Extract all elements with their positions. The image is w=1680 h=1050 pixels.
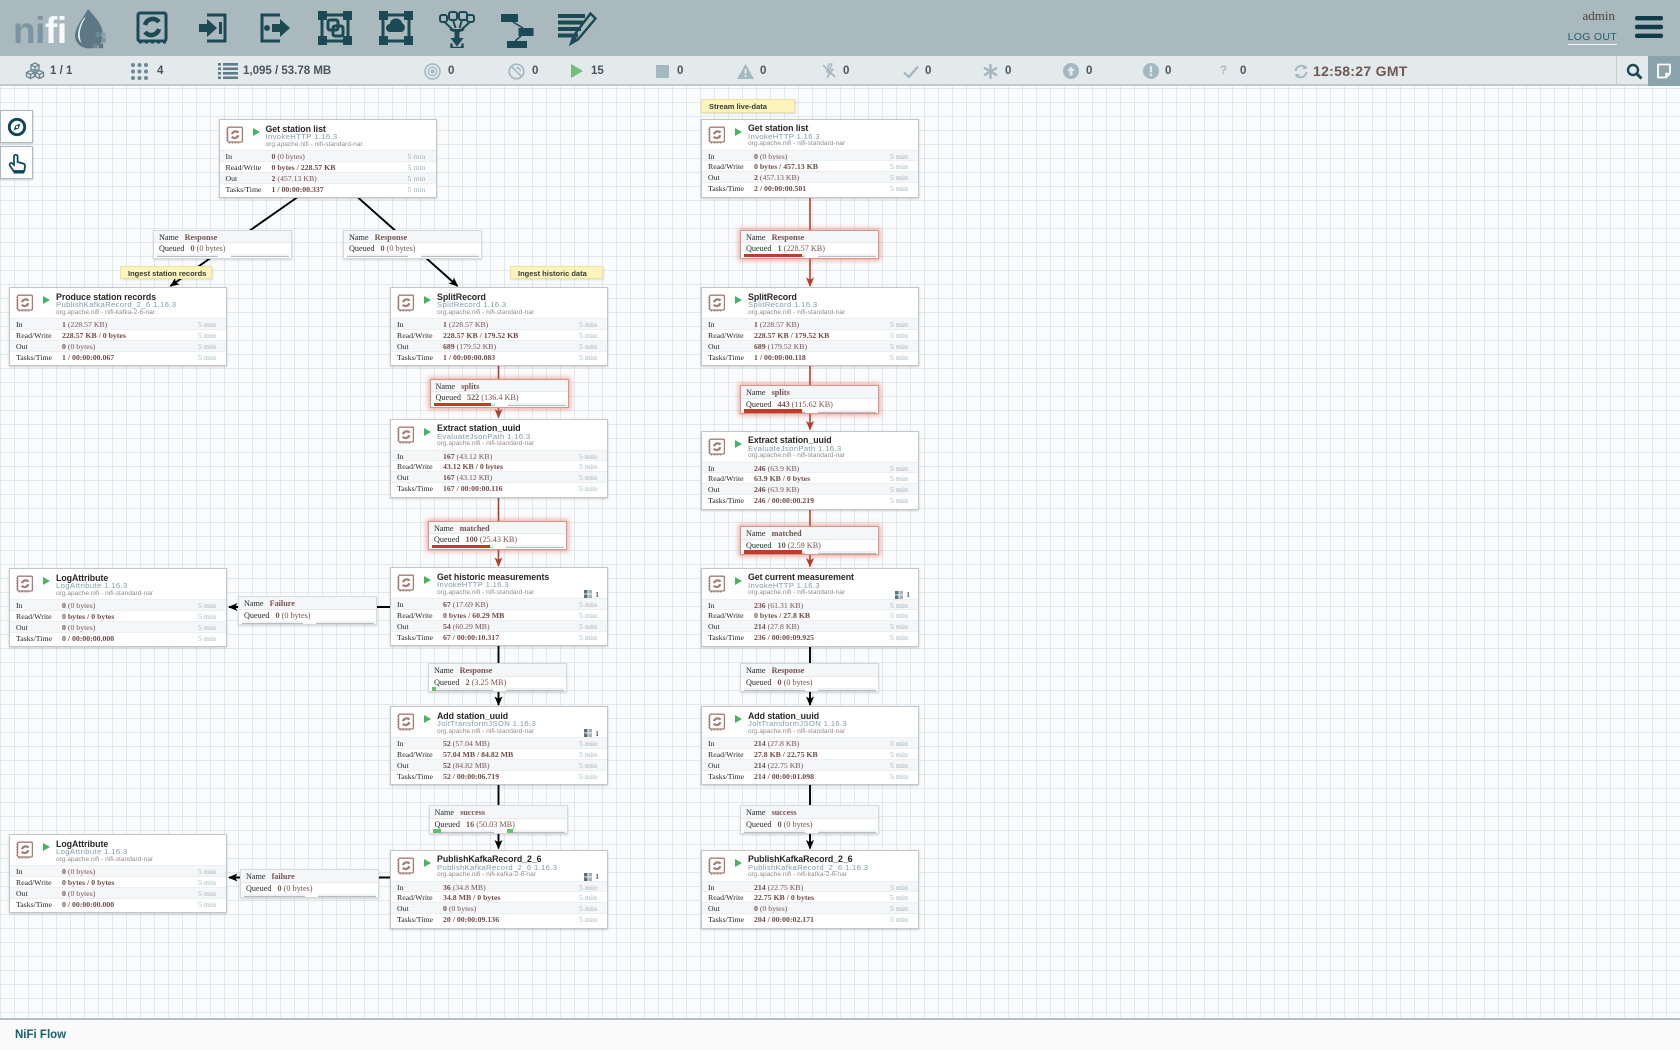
svg-text:ni: ni — [13, 10, 45, 51]
svg-text:fi: fi — [45, 10, 67, 51]
